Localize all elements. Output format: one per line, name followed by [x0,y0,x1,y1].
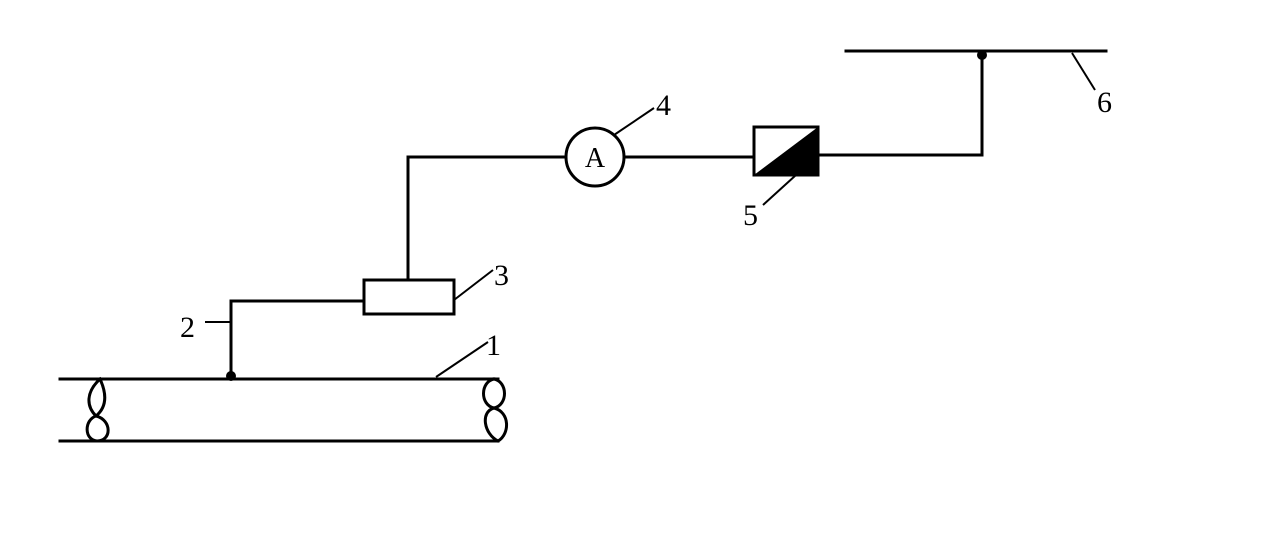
ammeter-symbol: A [585,143,606,174]
diode [752,125,820,177]
leader-3 [453,269,494,301]
wire-resistor-to-ammeter [406,155,568,282]
leader-5 [762,174,797,206]
label-4: 4 [656,89,671,122]
label-1: 1 [486,329,501,362]
lead-wire [226,299,366,381]
resistor [362,278,456,316]
pipe-left-break [85,376,110,443]
diode-fill [754,127,818,175]
pipe-right-break [482,377,508,443]
leader-6 [1071,52,1096,91]
ammeter: A [564,126,626,188]
leader-1 [435,341,489,378]
label-5: 5 [743,199,758,232]
pipe [58,376,508,443]
wire-diode-to-busbar [816,50,987,157]
leader-4 [613,107,655,136]
label-2: 2 [180,311,195,344]
label-6: 6 [1097,86,1112,119]
label-3: 3 [494,259,509,292]
